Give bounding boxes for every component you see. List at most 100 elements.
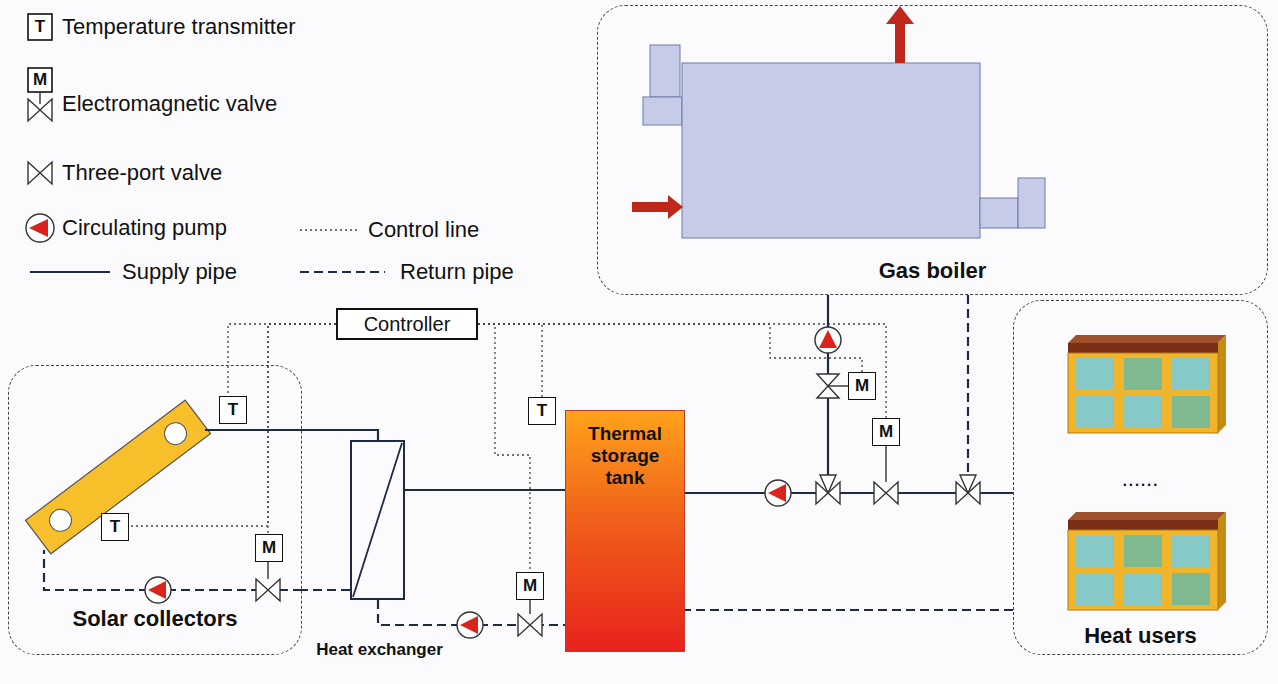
- connector-path: [302, 589, 350, 591]
- node-label: Gas boiler: [598, 258, 1267, 284]
- controller-box: Controller: [336, 308, 478, 340]
- connector-path: [478, 324, 862, 372]
- illustration-rect: [895, 22, 905, 63]
- illustration-polygon: [29, 219, 48, 237]
- temperature-transmitter: T: [528, 397, 556, 425]
- illustration-polygon: [28, 162, 52, 184]
- connector-path: [685, 609, 1013, 611]
- connector-path: [478, 324, 530, 572]
- illustration-polygon: [960, 475, 976, 493]
- illustration-rect: [682, 63, 980, 238]
- illustration-circle: [26, 214, 54, 242]
- node-label: M: [262, 538, 276, 558]
- legend-text: Control line: [368, 217, 479, 243]
- illustration-circle: [815, 327, 841, 353]
- illustration-g: [25, 400, 210, 554]
- illustration-polygon: [820, 475, 836, 493]
- node-label: Solar collectors: [9, 606, 301, 632]
- illustration-line: [267, 561, 268, 579]
- illustration-rect: [650, 45, 680, 97]
- legend-text: Electromagnetic valve: [62, 91, 277, 117]
- node-label: T: [110, 517, 120, 537]
- valve-actuator: M: [516, 572, 544, 600]
- illustration-rect: [28, 14, 52, 40]
- temperature-transmitter: T: [101, 513, 129, 541]
- connector-path: [828, 295, 1013, 493]
- connector-path: [478, 324, 542, 397]
- node-label: M: [523, 576, 537, 596]
- legend-text: Three-port valve: [62, 160, 222, 186]
- illustration-use: [1068, 335, 1226, 433]
- node-label: Heat exchanger: [295, 640, 465, 660]
- legend-text: Supply pipe: [122, 259, 237, 285]
- illustration-line: [300, 271, 385, 273]
- ellipsis-note: ......: [1100, 466, 1180, 492]
- illustration-circle: [765, 480, 791, 506]
- node-label: M: [855, 376, 869, 396]
- node-label: Controller: [364, 313, 451, 336]
- connector-path: [228, 324, 336, 396]
- illustration-rect: [643, 97, 682, 125]
- connector-path: [968, 295, 1013, 493]
- storage-tank: Thermal storage tank: [565, 410, 685, 652]
- illustration-use: [1068, 512, 1226, 610]
- symbol-letter: M: [28, 67, 52, 93]
- connector-path: [302, 430, 378, 440]
- illustration-line: [300, 229, 360, 230]
- valve-actuator: M: [872, 418, 900, 446]
- return-pipe: [302, 590, 350, 591]
- supply-pipe: [405, 490, 565, 491]
- illustration-rect: [28, 68, 52, 92]
- legend-text: Circulating pump: [62, 215, 227, 241]
- illustration-rect: [632, 202, 670, 212]
- control-line: [478, 324, 542, 397]
- illustration-line: [353, 443, 402, 597]
- node-label: M: [879, 422, 893, 442]
- illustration-circle: [45, 505, 76, 536]
- illustration-polygon: [28, 99, 52, 121]
- symbol-letter: T: [28, 14, 52, 40]
- illustration-polygon: [148, 581, 166, 599]
- illustration-polygon: [768, 484, 786, 502]
- node-label: T: [228, 400, 238, 420]
- return-pipe: [685, 610, 1013, 611]
- connector-path: [405, 489, 565, 491]
- node-label: T: [537, 401, 547, 421]
- legend-text: Return pipe: [400, 259, 514, 285]
- illustration-line: [30, 271, 110, 273]
- illustration-polygon: [518, 614, 542, 636]
- valve-actuator: M: [848, 372, 876, 400]
- illustration-line: [828, 385, 848, 386]
- illustration-rect: [1018, 178, 1045, 228]
- illustration-circle: [160, 418, 191, 449]
- legend-text: Temperature transmitter: [62, 14, 296, 40]
- supply-pipe: [828, 295, 1013, 493]
- illustration-circle: [145, 577, 171, 603]
- node-label: Thermal storage tank: [570, 423, 680, 489]
- illustration-line: [885, 446, 886, 482]
- control-line: [228, 324, 336, 396]
- illustration-line: [529, 600, 530, 614]
- supply-pipe: [302, 430, 378, 440]
- heat-exchanger: Heat exchanger: [350, 440, 405, 600]
- illustration-polygon: [874, 482, 898, 504]
- illustration-line: [39, 92, 40, 104]
- illustration-polygon: [668, 195, 683, 219]
- solar-group: Solar collectors T T M: [8, 365, 302, 655]
- illustration-line: [205, 429, 302, 431]
- illustration-rect: [980, 198, 1018, 228]
- illustration-polygon: [460, 616, 478, 634]
- illustration-circle: [457, 612, 483, 638]
- temperature-transmitter: T: [219, 396, 247, 424]
- node-label: Heat users: [1014, 623, 1267, 649]
- illustration-polygon: [256, 579, 280, 601]
- return-pipe: [968, 295, 1013, 493]
- valve-actuator: M: [255, 534, 283, 562]
- boiler-group: Gas boiler: [597, 5, 1268, 295]
- control-line: [478, 324, 862, 372]
- illustration-rect: [25, 400, 210, 554]
- illustration-polygon: [886, 6, 914, 24]
- illustration-polygon: [819, 330, 837, 348]
- control-line: [478, 324, 530, 572]
